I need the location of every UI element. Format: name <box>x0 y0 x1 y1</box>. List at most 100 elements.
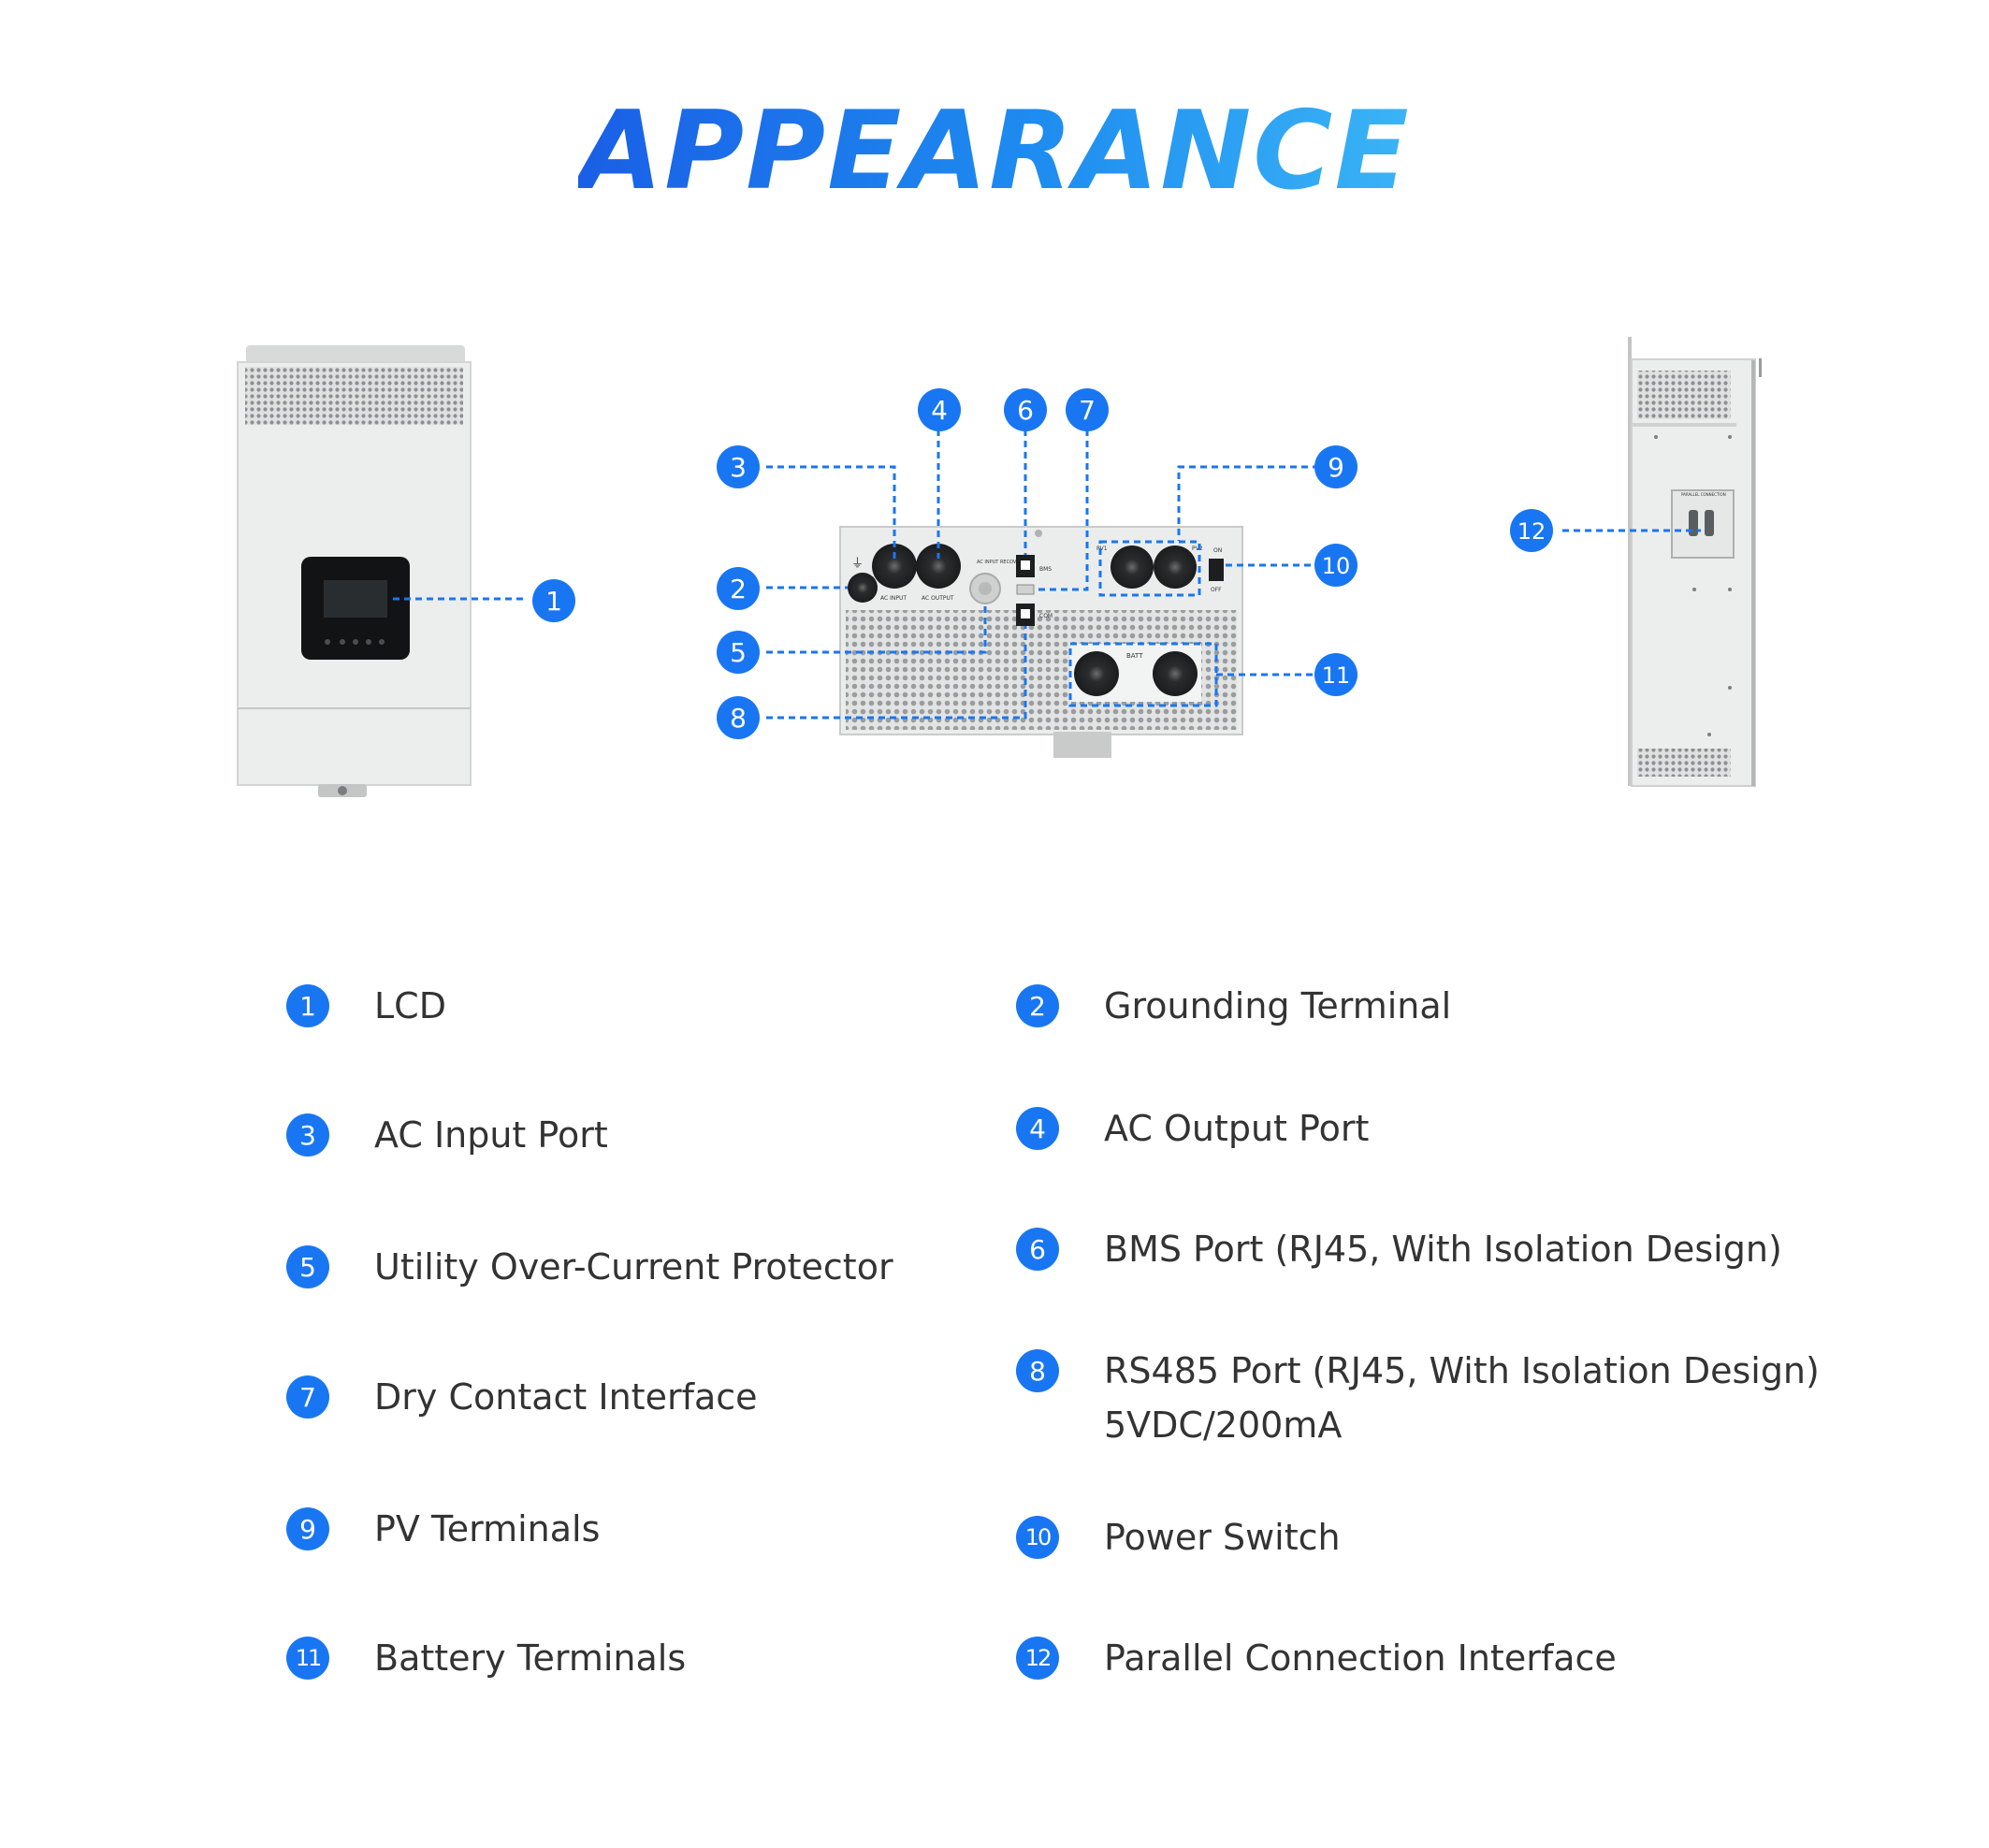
svg-text:7: 7 <box>1079 395 1096 426</box>
dry-contact-port <box>1016 584 1035 595</box>
legend-label: Dry Contact Interface <box>374 1376 758 1418</box>
legend-item-10: 10 Power Switch <box>1016 1510 1341 1564</box>
legend-label: Grounding Terminal <box>1104 985 1452 1026</box>
legend-badge: 6 <box>1016 1228 1059 1271</box>
legend-item-3: 3 AC Input Port <box>286 1108 608 1162</box>
callout-badge-10: 10 <box>1314 544 1357 587</box>
page-title-text: APPEARANCE <box>578 88 1411 214</box>
legend-badge: 11 <box>286 1637 329 1680</box>
bottom-stand <box>1053 732 1111 758</box>
legend-badge: 9 <box>286 1507 329 1550</box>
callout-line-5 <box>766 604 987 654</box>
callout-badge-11: 11 <box>1314 653 1357 696</box>
legend-badge: 5 <box>286 1245 329 1288</box>
lcd-screen <box>324 580 387 618</box>
side-view: PARALLEL CONNECTION <box>1628 337 1762 787</box>
legend-label: Battery Terminals <box>374 1637 687 1679</box>
callout-badge-1: 1 <box>532 579 575 622</box>
legend-label: PV Terminals <box>374 1508 601 1550</box>
callout-lines <box>393 429 1701 720</box>
parallel-port-1 <box>1689 510 1698 536</box>
callout-line-9 <box>1177 465 1319 541</box>
legend-badge: 2 <box>1016 984 1059 1027</box>
parallel-label: PARALLEL CONNECTION <box>1681 492 1726 497</box>
legend-label-line-1: RS485 Port (RJ45, With Isolation Design) <box>1104 1350 1820 1391</box>
power-switch <box>1209 559 1224 581</box>
grounding-terminal <box>848 573 878 603</box>
callout-badge-2: 2 <box>717 567 760 610</box>
callout-badges: 1 2 3 4 5 6 7 8 9 10 11 12 <box>532 388 1553 739</box>
callout-line-8 <box>766 626 1027 720</box>
pv-highlight-box <box>1098 540 1201 597</box>
legend-item-6: 6 BMS Port (RJ45, With Isolation Design) <box>1016 1222 1782 1276</box>
legend-item-7: 7 Dry Contact Interface <box>286 1370 758 1424</box>
callout-badge-5: 5 <box>717 631 760 674</box>
legend-label: Parallel Connection Interface <box>1104 1637 1617 1679</box>
callout-badge-9: 9 <box>1314 445 1357 488</box>
legend-badge: 12 <box>1016 1637 1059 1680</box>
svg-text:6: 6 <box>1017 395 1034 426</box>
legend-label: LCD <box>374 985 446 1026</box>
legend-label: Utility Over-Current Protector <box>374 1246 893 1288</box>
legend-label: AC Output Port <box>1104 1108 1370 1149</box>
svg-text:11: 11 <box>1322 662 1351 689</box>
ac-input-terminal <box>872 544 917 589</box>
top-bracket <box>246 345 465 364</box>
callout-line-3 <box>766 465 896 559</box>
svg-text:3: 3 <box>730 452 747 483</box>
bms-label: BMS <box>1039 566 1052 573</box>
pv-terminal-1 <box>1111 546 1154 589</box>
legend-item-4: 4 AC Output Port <box>1016 1101 1369 1156</box>
legend-item-1: 1 LCD <box>286 979 446 1033</box>
svg-text:4: 4 <box>931 395 948 426</box>
legend-label: Power Switch <box>1104 1517 1341 1558</box>
svg-text:10: 10 <box>1322 553 1351 579</box>
com-label: COM <box>1039 613 1053 619</box>
svg-text:9: 9 <box>1328 452 1344 483</box>
switch-on-label: ON <box>1213 547 1222 554</box>
legend-label: AC Input Port <box>374 1114 608 1156</box>
battery-terminal-neg <box>1074 651 1119 696</box>
legend-label: BMS Port (RJ45, With Isolation Design) <box>1104 1229 1782 1270</box>
callout-badge-12: 12 <box>1510 509 1553 552</box>
svg-text:⏚: ⏚ <box>851 557 864 571</box>
svg-text:5: 5 <box>730 637 747 668</box>
bottom-view: ⏚ AC INPUT AC OUTPUT AC INPUT RECOVER BM… <box>839 526 1243 758</box>
svg-text:2: 2 <box>730 574 747 604</box>
legend-badge: 4 <box>1016 1107 1059 1150</box>
legend-badge: 3 <box>286 1113 329 1157</box>
legend-item-9: 9 PV Terminals <box>286 1502 600 1556</box>
legend-label-line-2: 5VDC/200mA <box>1104 1404 1343 1446</box>
side-vent-bottom <box>1637 749 1731 777</box>
legend-badge: 7 <box>286 1375 329 1419</box>
callout-badge-3: 3 <box>717 445 760 488</box>
svg-text:8: 8 <box>730 703 747 734</box>
pv2-label: PV2 <box>1192 546 1203 552</box>
pv1-label: PV1 <box>1096 546 1108 552</box>
callout-badge-7: 7 <box>1066 388 1109 431</box>
parallel-port-2 <box>1705 510 1714 536</box>
switch-off-label: OFF <box>1211 587 1222 593</box>
legend-item-12: 12 Parallel Connection Interface <box>1016 1631 1617 1685</box>
pv-terminal-2 <box>1154 546 1197 589</box>
legend-item-8: 8 RS485 Port (RJ45, With Isolation Desig… <box>1016 1344 1820 1452</box>
front-view <box>237 345 472 797</box>
front-vent-grille <box>245 367 463 425</box>
page-title: APPEARANCE <box>0 86 1989 217</box>
side-vent-top <box>1637 371 1731 419</box>
battery-terminal-pos <box>1153 651 1198 696</box>
parallel-connection-panel <box>1671 489 1735 559</box>
legend-badge: 1 <box>286 984 329 1027</box>
legend-label: RS485 Port (RJ45, With Isolation Design)… <box>1104 1344 1820 1452</box>
recover-label: AC INPUT RECOVER <box>977 560 1023 565</box>
side-housing <box>1631 358 1756 787</box>
svg-text:12: 12 <box>1517 518 1546 545</box>
ac-input-label: AC INPUT <box>880 595 907 602</box>
callout-line-7 <box>1035 429 1089 591</box>
battery-highlight-box <box>1068 642 1218 707</box>
ac-output-label: AC OUTPUT <box>922 595 954 602</box>
batt-label: BATT <box>1126 652 1143 660</box>
ac-output-terminal <box>916 544 961 589</box>
callout-badge-6: 6 <box>1004 388 1047 431</box>
